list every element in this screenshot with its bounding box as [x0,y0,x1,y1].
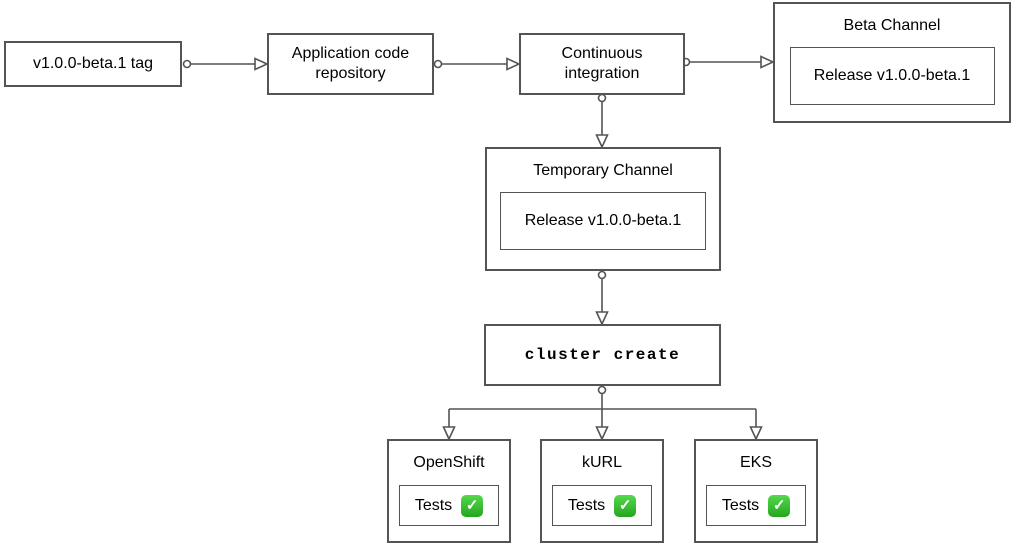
beta-channel-node: Beta Channel Release v1.0.0-beta.1 [773,2,1011,123]
openshift-node: OpenShift Tests ✓ [387,439,511,543]
kurl-tests-box: Tests ✓ [552,485,652,526]
eks-tests-box: Tests ✓ [706,485,806,526]
cluster-create-label: cluster create [524,346,681,364]
beta-release-label: Release v1.0.0-beta.1 [813,67,971,84]
arrowhead [595,311,609,326]
kurl-node: kURL Tests ✓ [540,439,664,543]
source-dot [597,270,607,280]
edge-ci-to-beta-channel [681,55,775,69]
ci-node: Continuous integration [519,33,685,95]
edge-ci-to-temp-channel [595,93,609,149]
arrowhead [749,426,763,441]
temp-channel-title: Temporary Channel [533,162,673,179]
eks-node: EKS Tests ✓ [694,439,818,543]
temp-release-label: Release v1.0.0-beta.1 [524,212,682,229]
arrowhead [760,55,775,69]
arrowhead [595,134,609,149]
check-mark-icon: ✓ [461,494,484,517]
edge-temp-channel-to-cluster-create [595,270,609,326]
eks-title: EKS [739,454,772,471]
source-dot [597,385,607,395]
arrowhead [254,57,269,71]
temp-release-box: Release v1.0.0-beta.1 [500,192,706,250]
source-dot [433,59,443,69]
kurl-title: kURL [581,454,622,471]
tag-node-label: v1.0.0-beta.1 tag [32,55,154,72]
openshift-tests-box: Tests ✓ [399,485,499,526]
arrowhead [442,426,456,441]
eks-tests-label: Tests [721,496,760,514]
temp-channel-node: Temporary Channel Release v1.0.0-beta.1 [485,147,721,271]
edge-tag-to-app-repo [182,57,269,71]
edge-app-repo-to-ci [433,57,521,71]
edge-line [448,393,757,427]
app-repo-node: Application code repository [267,33,434,95]
ci-node-label: Continuous integration [561,45,643,82]
openshift-tests-label: Tests [414,496,453,514]
beta-release-box: Release v1.0.0-beta.1 [789,47,995,105]
openshift-title: OpenShift [413,454,485,471]
source-dot [597,93,607,103]
app-repo-node-label: Application code repository [291,45,410,82]
source-dot [182,59,192,69]
cluster-create-node: cluster create [484,324,721,386]
check-mark-icon: ✓ [614,494,637,517]
edge-cluster-create-to-platforms [442,385,763,441]
beta-channel-title: Beta Channel [843,17,941,34]
arrowhead [506,57,521,71]
arrowhead [595,426,609,441]
check-mark-icon: ✓ [768,494,791,517]
kurl-tests-label: Tests [567,496,606,514]
tag-node: v1.0.0-beta.1 tag [4,41,182,87]
